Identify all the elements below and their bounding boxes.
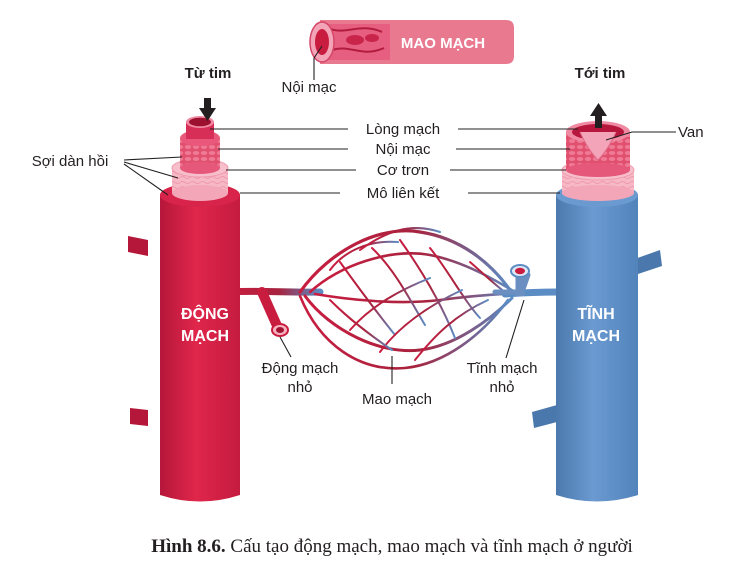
elastic-fiber-label: Sợi dàn hồi [32,153,109,170]
small-artery-label-line2: nhỏ [287,379,312,396]
capillary-badge-label: MAO MẠCH [401,35,485,52]
artery-name-line1: ĐỘNG [181,304,229,323]
vein [532,121,662,502]
arrow-down-icon [199,98,216,121]
caption-prefix: Hình 8.6. [151,536,225,557]
connective-tissue-label: Mô liên kết [367,185,440,202]
artery [128,116,240,502]
lumen-label: Lòng mạch [366,121,440,138]
capillary-network [224,227,564,370]
smooth-muscle-label: Cơ trơn [377,162,429,179]
small-artery-label-line1: Động mạch [262,360,339,377]
capillaries-label: Mao mạch [362,391,432,408]
capillary-endothelium-label: Nội mạc [281,79,337,96]
valve-label: Van [678,124,704,141]
arrow-up-icon [590,103,607,128]
vein-name-line2: MẠCH [572,328,620,345]
caption-text: Cấu tạo động mạch, mao mạch và tĩnh mạch… [226,536,633,557]
from-heart-label: Từ tim [185,65,232,82]
figure-caption: Hình 8.6. Cấu tạo động mạch, mao mạch và… [151,536,633,557]
vein-name-line1: TĨNH [577,303,614,323]
small-vein-label-line2: nhỏ [489,379,514,396]
to-heart-label: Tới tim [575,65,626,82]
endothelium-label: Nội mạc [375,141,431,158]
small-vein-label-line1: Tĩnh mạch [467,360,538,377]
small-vein-branch [510,264,530,296]
layer-labels: Lòng mạch Nội mạc Cơ trơn Mô liên kết [210,121,578,202]
artery-name-line2: MẠCH [181,328,229,345]
capillary-badge: MAO MẠCH [309,20,514,64]
small-artery-branch [257,287,289,337]
